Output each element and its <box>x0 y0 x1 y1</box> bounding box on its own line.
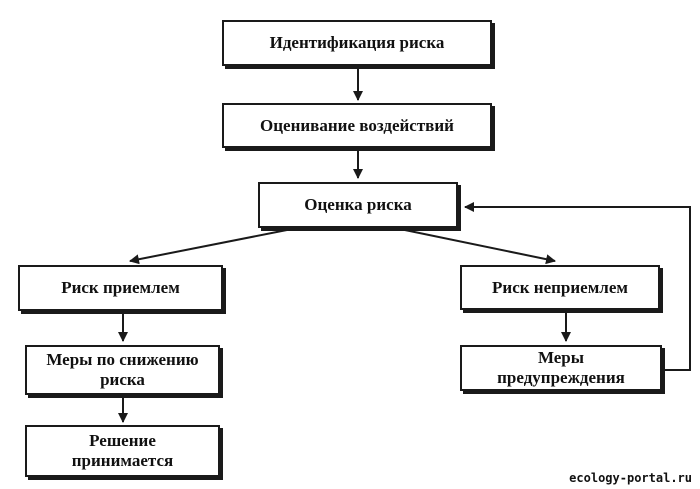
risk-evaluation-box: Оценка риска <box>258 182 458 228</box>
decision-accepted-line-1: Решение <box>89 431 156 450</box>
arrow-evaluation-to-acceptable <box>129 228 293 265</box>
risk-reduction-measures-box: Меры по снижению риска <box>25 345 220 395</box>
impact-assessment-label: Оценивание воздействий <box>260 115 454 135</box>
risk-unacceptable-box: Риск неприемлем <box>460 265 660 310</box>
decision-accepted-box: Решение принимается <box>25 425 220 477</box>
risk-acceptable-box: Риск приемлем <box>18 265 223 311</box>
risk-reduction-measures-line-2: риска <box>100 370 145 389</box>
decision-accepted-line-2: принимается <box>71 451 174 470</box>
watermark: ecology-portal.ru <box>569 471 692 485</box>
impact-assessment-box: Оценивание воздействий <box>222 103 492 148</box>
feedback-loop-prevention-to-evaluation <box>464 202 691 371</box>
prevention-measures-box: Меры предупреждения <box>460 345 662 391</box>
prevention-measures-line-2: предупреждения <box>497 368 625 387</box>
risk-evaluation-label: Оценка риска <box>304 195 412 214</box>
arrow-evaluation-to-unacceptable <box>399 228 556 265</box>
risk-acceptable-label: Риск приемлем <box>61 278 180 297</box>
risk-unacceptable-label: Риск неприемлем <box>492 277 628 297</box>
prevention-measures-line-1: Меры <box>537 348 585 367</box>
risk-identification-label: Идентификация риска <box>269 33 445 52</box>
risk-reduction-measures-line-1: Меры по снижению <box>46 350 199 369</box>
risk-identification-box: Идентификация риска <box>222 20 492 66</box>
